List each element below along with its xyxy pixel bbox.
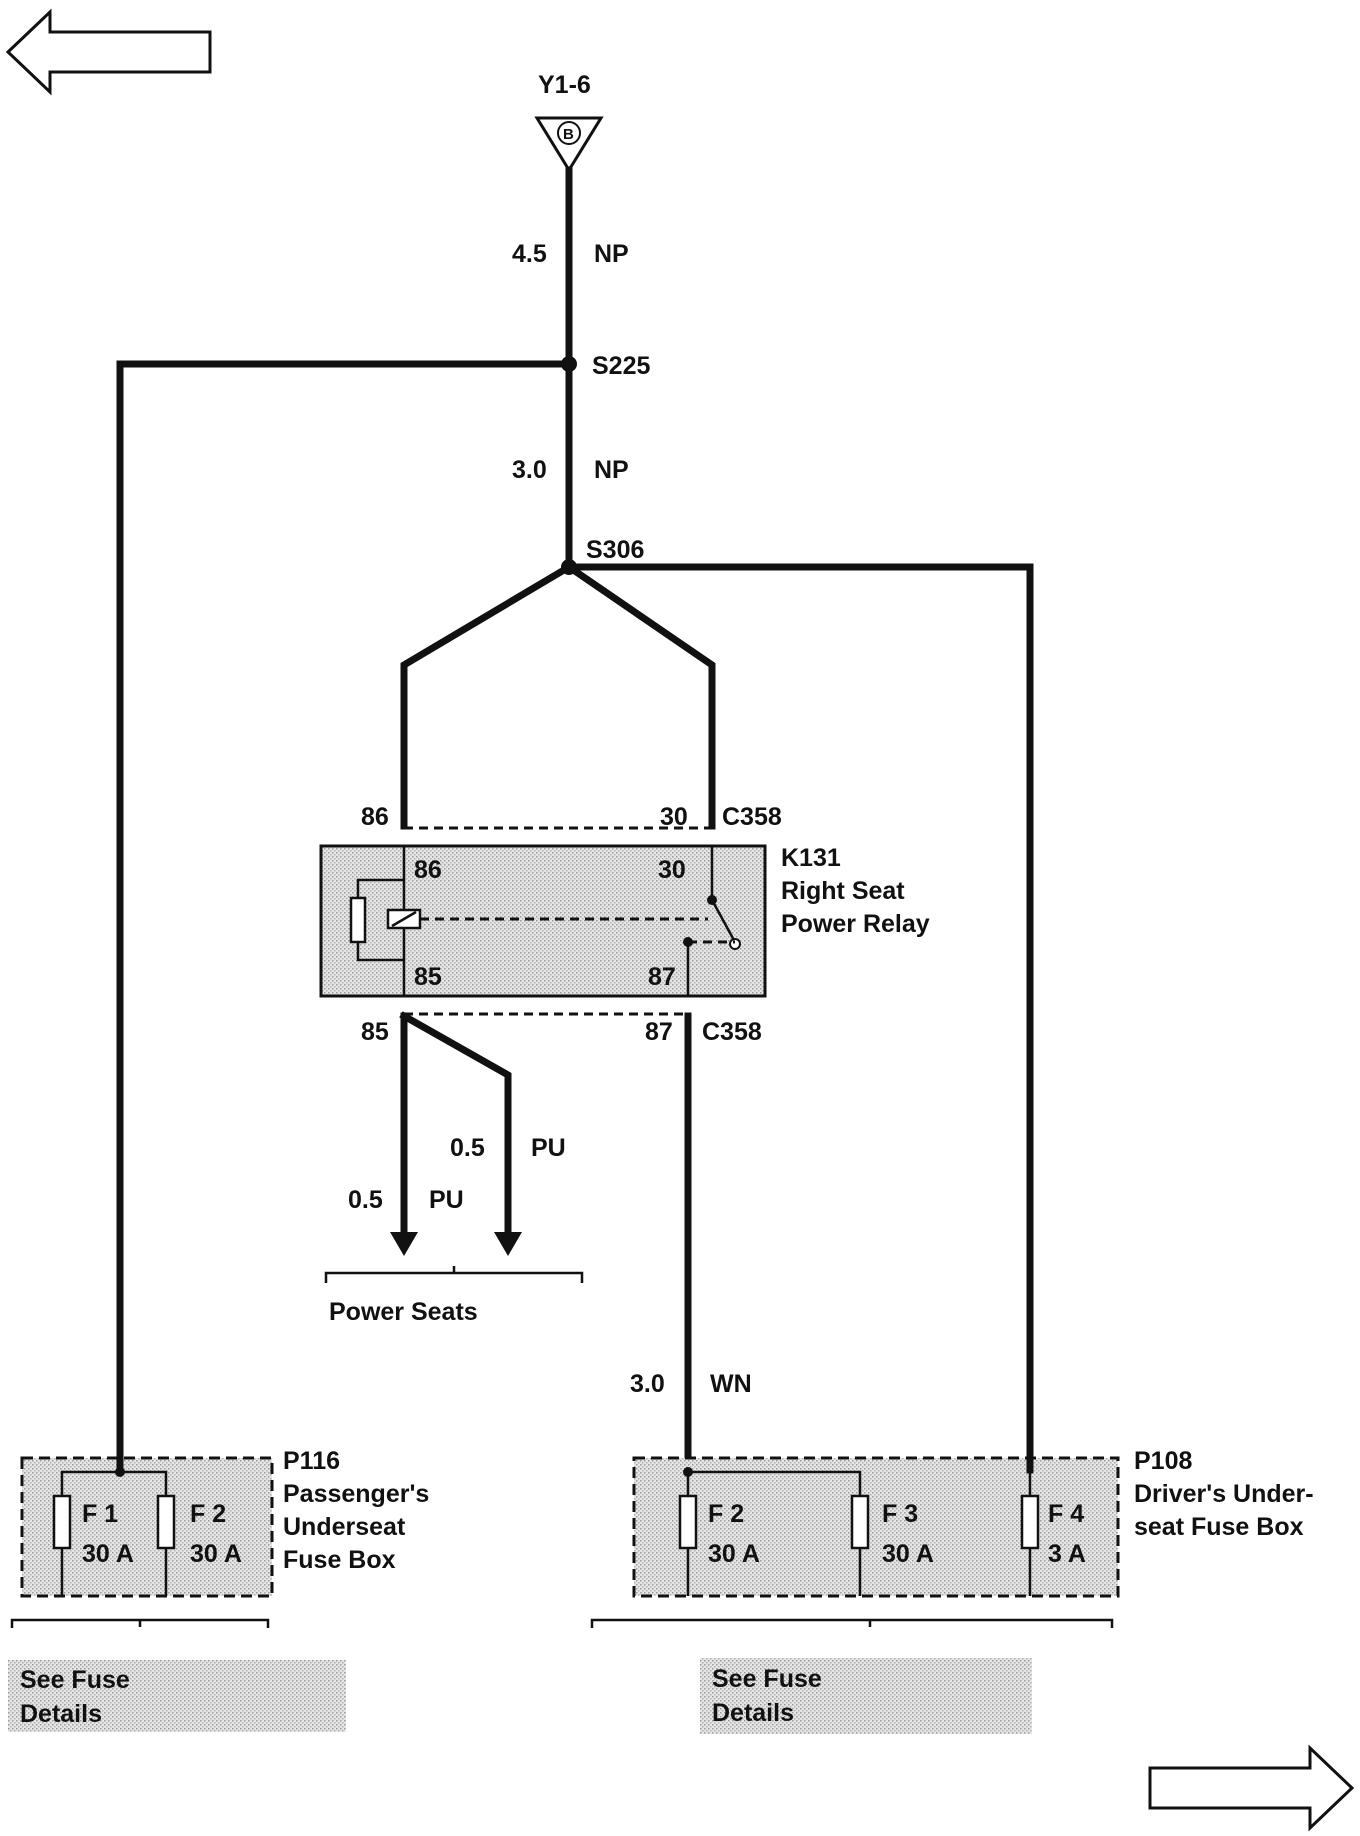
top-wire-color: NP [594,240,629,268]
p108-fuse-f3-icon [850,1494,870,1550]
relay-id: K131 [781,844,841,872]
p116-fuse-2-icon [156,1494,176,1550]
out-wire-color: WN [710,1370,752,1398]
p108-fuse-3-rating: 3 A [1048,1540,1086,1568]
c358-bottom-pin-87: 87 [645,1018,673,1046]
p116-fuse-2-rating: 30 A [190,1540,242,1568]
seat2-gauge: 0.5 [450,1134,485,1162]
mid-wire-color: NP [594,456,629,484]
relay-86-feed [400,562,574,830]
p116-name-line3: Fuse Box [283,1546,396,1574]
p108-fuse-box [632,1456,1120,1598]
p108-fuse-f2-icon [678,1494,698,1550]
p116-fuse-1-name: F 1 [82,1500,118,1528]
p108-fuse-1-name: F 2 [708,1500,744,1528]
s306-label: S306 [586,536,644,564]
relay-switch-pivot [729,938,741,950]
mid-wire-gauge: 3.0 [512,456,547,484]
see-fuse-right-line1[interactable]: See Fuse [712,1665,822,1693]
p108-fuse-2-rating: 30 A [882,1540,934,1568]
relay-name-line1: Right Seat [781,877,905,905]
p108-id: P108 [1134,1447,1192,1475]
p108-name-line1: Driver's Under- [1134,1480,1314,1508]
seat-arrow-2-icon [494,1232,522,1256]
relay-30-feed [564,562,716,830]
c358-bottom-label: C358 [702,1018,762,1046]
top-wire-gauge: 4.5 [512,240,547,268]
forward-button[interactable] [1148,1744,1355,1832]
p108-fuse-2-name: F 3 [882,1500,918,1528]
c358-top-label: C358 [722,803,782,831]
see-fuse-right-bg[interactable] [700,1658,1032,1734]
p116-fuse-1-icon [52,1494,72,1550]
relay-resistor [349,896,367,944]
s225-left-branch [116,360,573,1460]
p116-fuse-1-rating: 30 A [82,1540,134,1568]
see-fuse-details-right-link[interactable]: See Fuse Details [700,1658,1032,1734]
power-seats-label: Power Seats [329,1298,478,1326]
p108-name-line2: seat Fuse Box [1134,1513,1304,1541]
right-arrow-icon[interactable] [1148,1744,1355,1832]
source-ref: Y1-6 [538,71,591,99]
out-wire-gauge: 3.0 [630,1370,665,1398]
relay-coil-stroke [391,910,417,928]
see-fuse-left-line1[interactable]: See Fuse [20,1666,130,1694]
relay-name-line2: Power Relay [781,910,930,938]
p108-details-bracket [590,1618,1114,1628]
relay-pin-87: 87 [648,963,676,991]
p108-fuse-3-name: F 4 [1048,1500,1084,1528]
s225-splice-dot [561,356,577,372]
source-pin: B [563,126,574,143]
see-fuse-left-bg[interactable] [8,1660,346,1732]
s306-right-branch [565,563,1034,1460]
p116-fuse-2-name: F 2 [190,1500,226,1528]
p116-name-line1: Passenger's [283,1480,429,1508]
c358-bottom-pin-85: 85 [361,1018,389,1046]
see-fuse-details-left-link[interactable]: See Fuse Details [8,1660,346,1732]
p116-name-line2: Underseat [283,1513,406,1541]
see-fuse-left-line2[interactable]: Details [20,1700,102,1728]
p116-details-bracket [10,1618,270,1628]
c358-top-pin-86: 86 [361,803,389,831]
relay-pin-30: 30 [658,856,686,884]
s225-label: S225 [592,352,650,380]
left-arrow-icon[interactable] [5,8,212,96]
p116-id: P116 [283,1447,340,1475]
c358-top-pin-30: 30 [660,803,688,831]
p108-fuse-f4-icon [1020,1494,1040,1550]
seat1-color: PU [429,1186,464,1214]
p116-fuse-box [20,1456,274,1598]
relay-pin-86: 86 [414,856,442,884]
back-button[interactable] [5,8,212,96]
seat-wire-2 [399,1011,512,1236]
relay-pin-85: 85 [414,963,442,991]
relay-switch-arm [710,899,737,943]
source-pin-circle [557,121,581,145]
seat2-color: PU [531,1134,566,1162]
seat-arrow-1-icon [390,1232,418,1256]
see-fuse-right-line2[interactable]: Details [712,1699,794,1727]
p108-fuse-1-rating: 30 A [708,1540,760,1568]
power-seats-bracket [324,1266,584,1283]
seat1-gauge: 0.5 [348,1186,383,1214]
